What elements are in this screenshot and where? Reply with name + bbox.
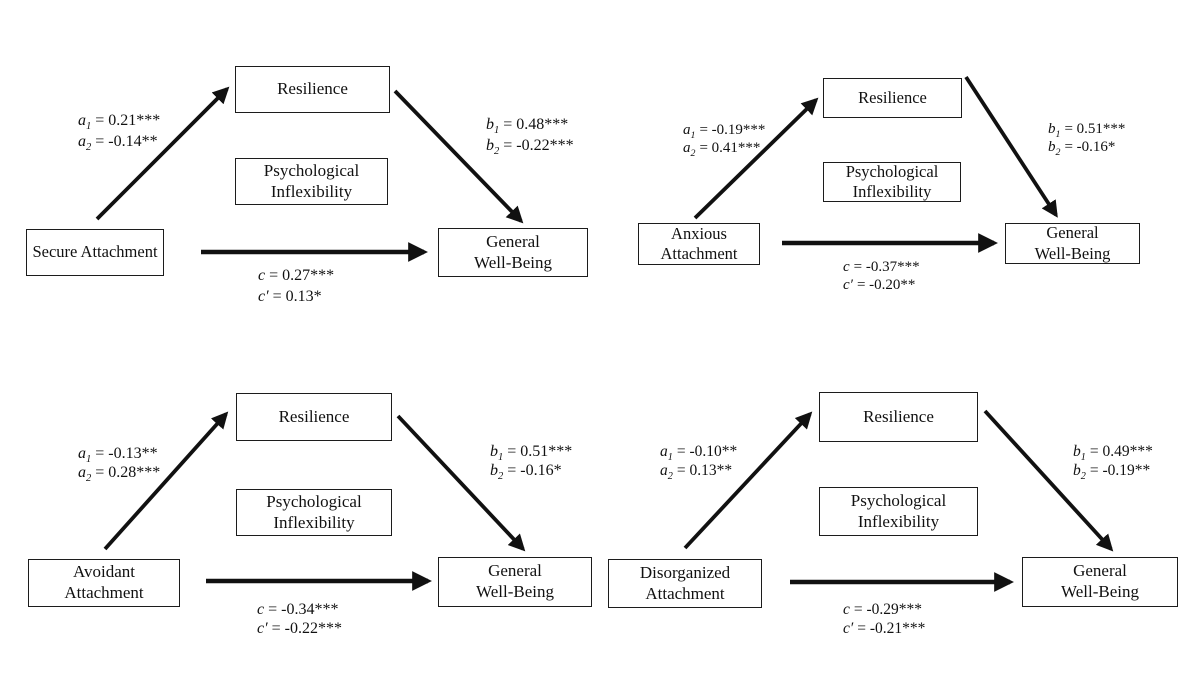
b2-label: b2= -0.16* bbox=[1048, 139, 1116, 158]
resilience-box: Resilience bbox=[819, 392, 978, 442]
disorganized-attachment-box: Disorganized Attachment bbox=[608, 559, 762, 608]
c-path-labels: c= 0.27*** c′= 0.13* bbox=[258, 265, 334, 307]
anxious-attachment-box: Anxious Attachment bbox=[638, 223, 760, 265]
a1-label: a1= -0.19*** bbox=[683, 122, 766, 141]
resilience-box: Resilience bbox=[823, 78, 962, 118]
psychological-inflexibility-box: Psychological Inflexibility bbox=[236, 489, 392, 536]
b-path-labels: b1= 0.51*** b2= -0.16* bbox=[490, 442, 573, 483]
a-path-labels: a1= -0.19*** a2= 0.41*** bbox=[683, 121, 766, 159]
a2-label: a2= -0.14** bbox=[78, 133, 158, 154]
c-path-labels: c= -0.34*** c′= -0.22*** bbox=[257, 600, 342, 638]
a2-label: a2= 0.13** bbox=[660, 462, 733, 483]
b-path-labels: b1= 0.51*** b2= -0.16* bbox=[1048, 120, 1126, 158]
psychological-inflexibility-box: Psychological Inflexibility bbox=[823, 162, 961, 202]
b1-label: b1= 0.49*** bbox=[1073, 443, 1153, 464]
a2-label: a2= 0.28*** bbox=[78, 464, 161, 485]
b1-label: b1= 0.51*** bbox=[1048, 121, 1126, 140]
a-path-labels: a1= -0.10** a2= 0.13** bbox=[660, 442, 738, 483]
c-path-labels: c= -0.29*** c′= -0.21*** bbox=[843, 600, 925, 638]
c-prime-label: c′= -0.21*** bbox=[843, 620, 926, 637]
arrow-a-disorganized bbox=[683, 411, 813, 550]
b1-label: b1= 0.48*** bbox=[486, 116, 569, 137]
resilience-box: Resilience bbox=[236, 393, 392, 441]
psychological-inflexibility-box: Psychological Inflexibility bbox=[235, 158, 388, 205]
c-prime-label: c′= -0.22*** bbox=[257, 620, 342, 637]
a-path-labels: a1= 0.21*** a2= -0.14** bbox=[78, 110, 161, 154]
c-label: c= -0.34*** bbox=[257, 601, 339, 618]
arrow-b-anxious bbox=[964, 75, 1058, 218]
b2-label: b2= -0.16* bbox=[490, 462, 562, 483]
c-prime-label: c′= 0.13* bbox=[258, 288, 322, 305]
c-path-labels: c= -0.37*** c′= -0.20** bbox=[843, 258, 920, 294]
arrow-b-avoidant bbox=[396, 414, 526, 552]
c-label: c= -0.37*** bbox=[843, 259, 920, 275]
c-prime-label: c′= -0.20** bbox=[843, 277, 916, 293]
general-well-being-box: General Well-Being bbox=[1005, 223, 1140, 264]
a1-label: a1= -0.13** bbox=[78, 445, 158, 466]
arrow-b-disorganized bbox=[983, 409, 1114, 552]
general-well-being-box: General Well-Being bbox=[1022, 557, 1178, 607]
secure-attachment-box: Secure Attachment bbox=[26, 229, 164, 276]
arrow-a-secure bbox=[95, 86, 230, 221]
resilience-box: Resilience bbox=[235, 66, 390, 113]
a1-label: a1= -0.10** bbox=[660, 443, 738, 464]
a-path-labels: a1= -0.13** a2= 0.28*** bbox=[78, 444, 161, 485]
arrow-b-secure bbox=[393, 89, 524, 224]
psychological-inflexibility-box: Psychological Inflexibility bbox=[819, 487, 978, 536]
c-label: c= 0.27*** bbox=[258, 267, 335, 284]
arrow-a-anxious bbox=[693, 97, 819, 220]
general-well-being-box: General Well-Being bbox=[438, 228, 588, 277]
b1-label: b1= 0.51*** bbox=[490, 443, 573, 464]
b2-label: b2= -0.19** bbox=[1073, 462, 1151, 483]
b-path-labels: b1= 0.49*** b2= -0.19** bbox=[1073, 442, 1153, 483]
b-path-labels: b1= 0.48*** b2= -0.22*** bbox=[486, 114, 574, 158]
c-label: c= -0.29*** bbox=[843, 601, 923, 618]
a2-label: a2= 0.41*** bbox=[683, 140, 761, 159]
a1-label: a1= 0.21*** bbox=[78, 112, 161, 133]
arrow-a-avoidant bbox=[103, 411, 229, 551]
avoidant-attachment-box: Avoidant Attachment bbox=[28, 559, 180, 607]
general-well-being-box: General Well-Being bbox=[438, 557, 592, 607]
b2-label: b2= -0.22*** bbox=[486, 137, 574, 158]
